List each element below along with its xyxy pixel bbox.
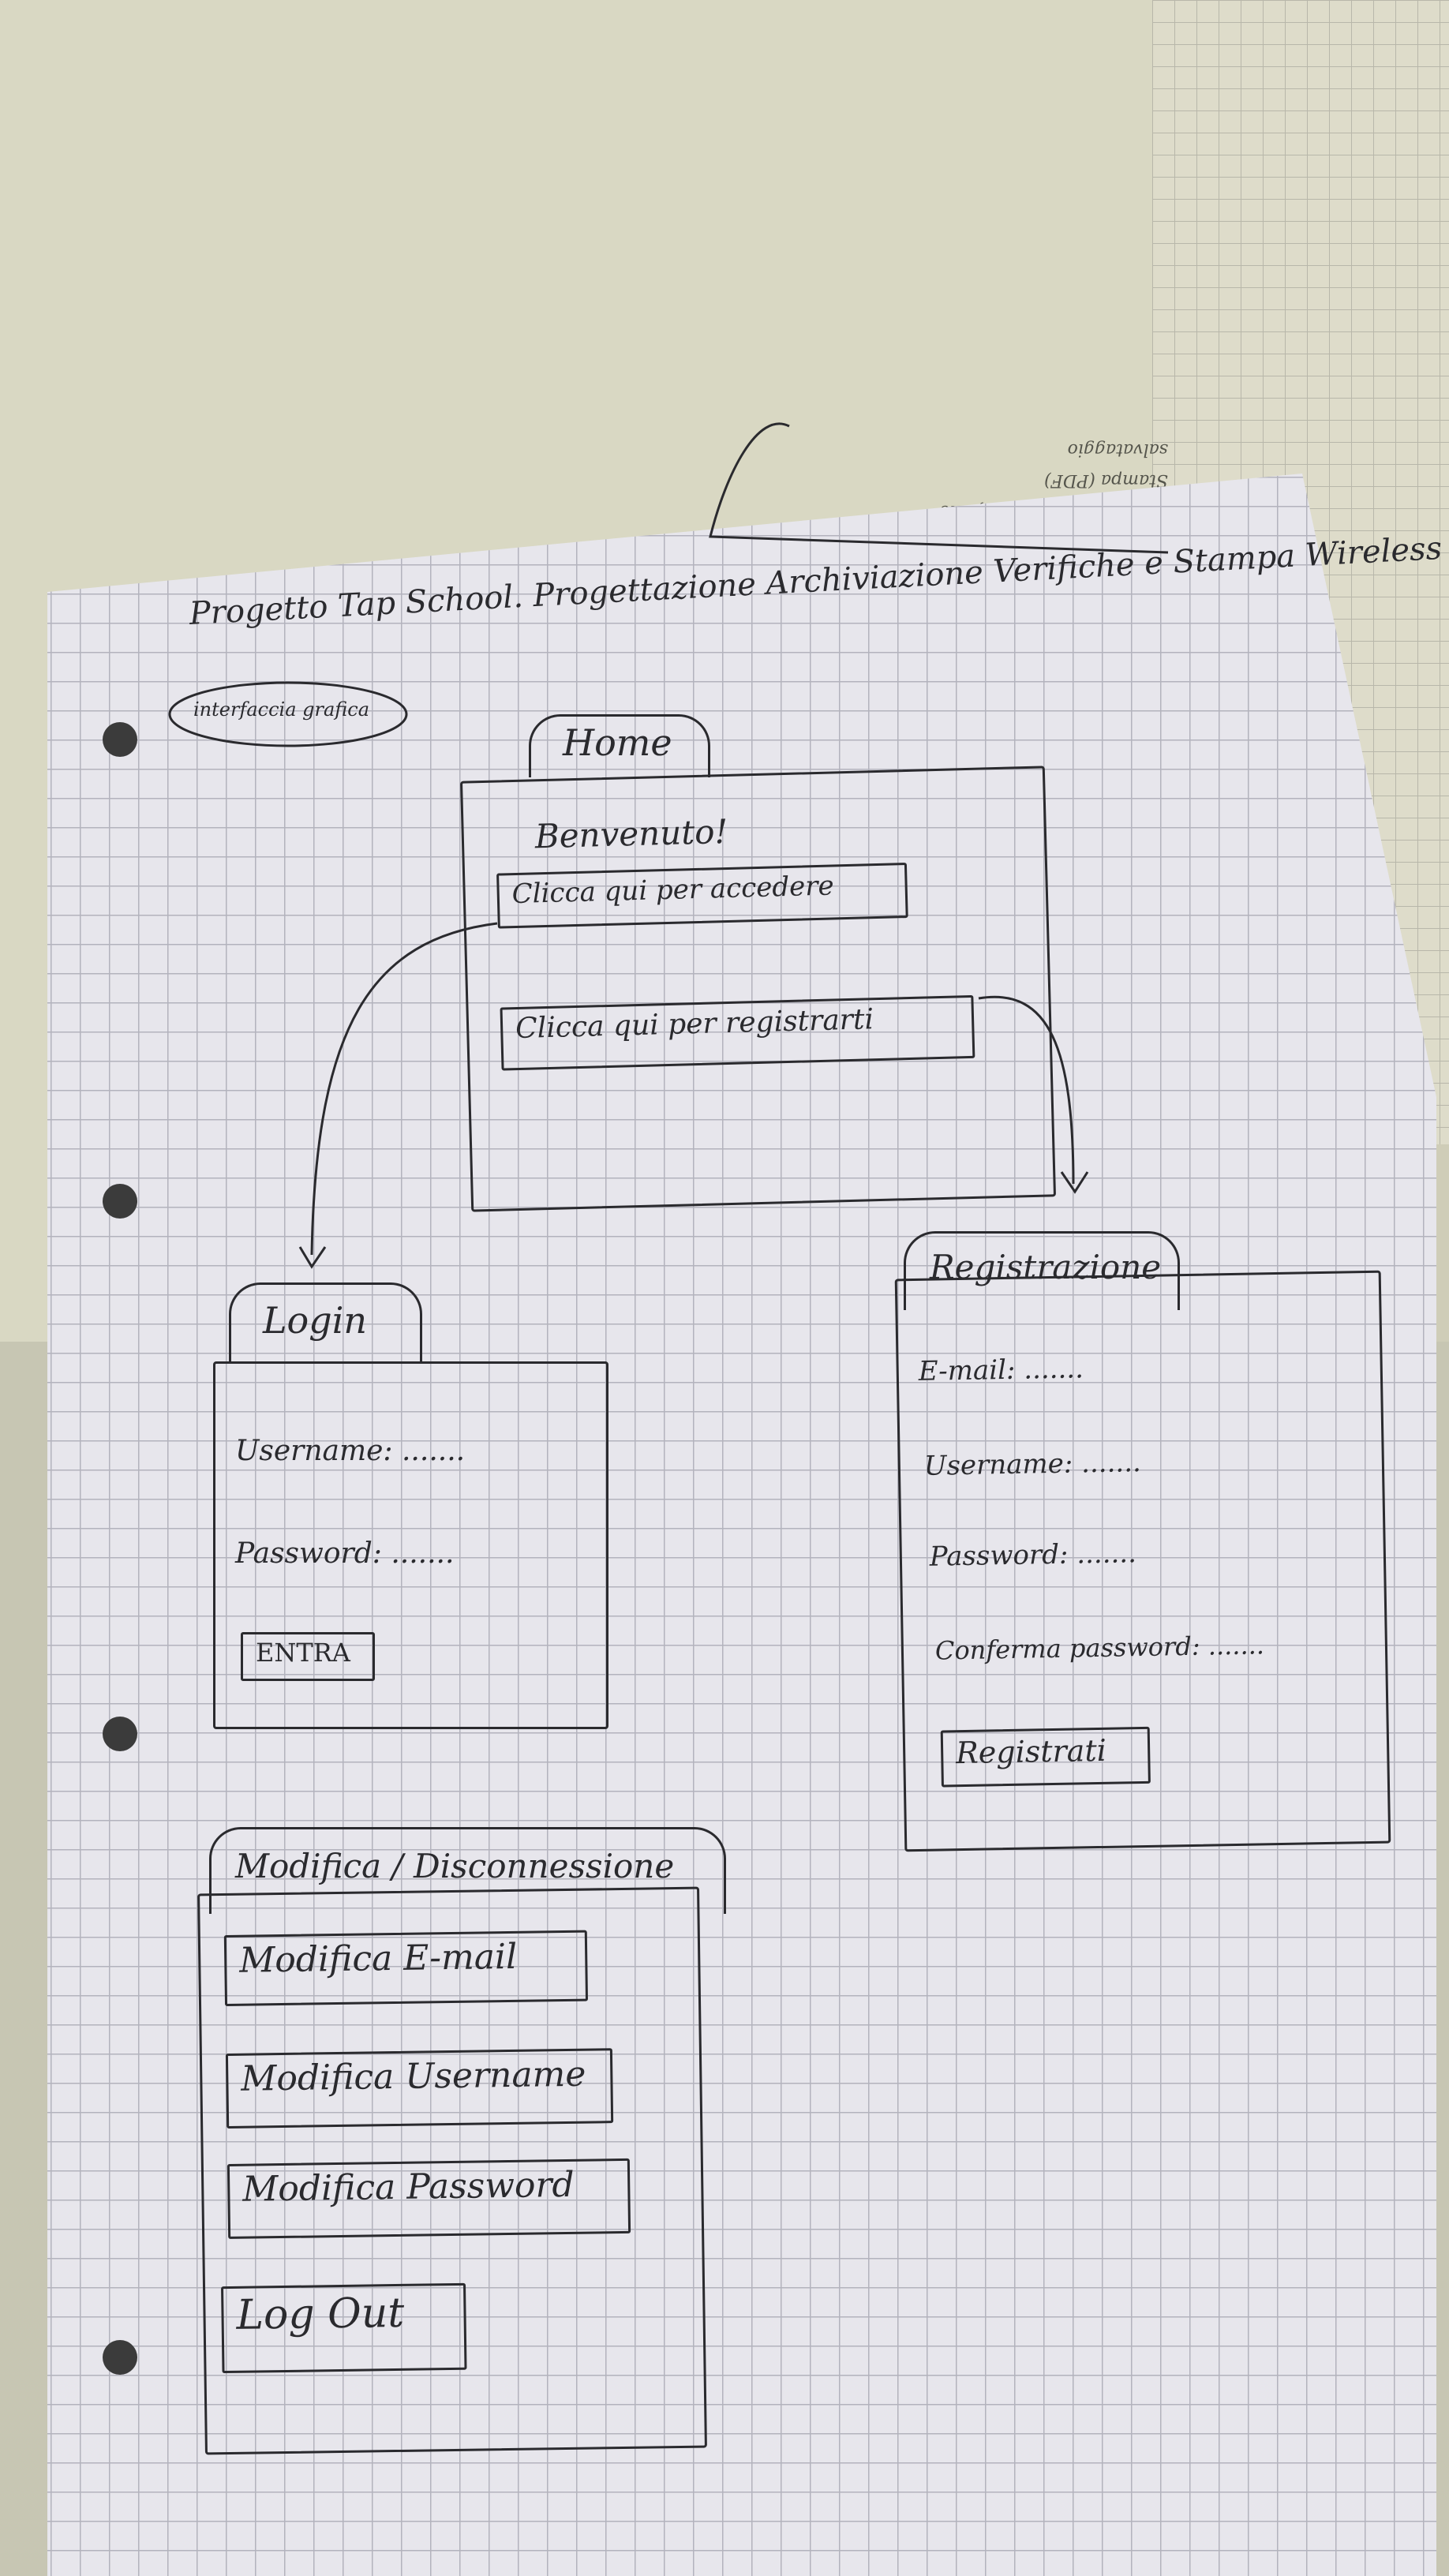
modifica-panel: Modifica E-mail Modifica Username Modifi… — [197, 1886, 707, 2455]
login-tab-label: Login — [263, 1299, 368, 1342]
binder-hole — [103, 1184, 137, 1219]
registrazione-password-field[interactable]: Password: ....... — [929, 1537, 1137, 1573]
home-tab-label: Home — [563, 721, 672, 764]
registrazione-tab-label: Registrazione — [930, 1248, 1162, 1286]
modifica-tab: Modifica / Disconnessione — [209, 1827, 726, 1914]
page-subtitle: interfaccia grafica — [193, 698, 370, 721]
home-welcome: Benvenuto! — [534, 811, 728, 856]
registrazione-username-field[interactable]: Username: ....... — [923, 1447, 1142, 1482]
login-username-field[interactable]: Username: ....... — [235, 1435, 466, 1467]
login-link-button[interactable]: Clicca qui per accedere — [496, 863, 908, 929]
login-tab: Login — [229, 1282, 422, 1361]
modifica-username-button[interactable]: Modifica Username — [225, 2048, 614, 2129]
register-link-button[interactable]: Clicca qui per registrarti — [500, 994, 975, 1071]
logout-button[interactable]: Log Out — [221, 2282, 467, 2374]
modifica-tab-label: Modifica / Disconnessione — [235, 1847, 675, 1885]
registrazione-tab: Registrazione — [904, 1231, 1180, 1310]
modifica-password-button[interactable]: Modifica Password — [227, 2158, 631, 2239]
grid-paper-sheet — [47, 474, 1436, 2576]
registrazione-confirm-field[interactable]: Conferma password: ....... — [934, 1630, 1265, 1666]
login-submit-button[interactable]: ENTRA — [241, 1632, 375, 1681]
login-panel: Username: ....... Password: ....... ENTR… — [213, 1361, 608, 1729]
home-tab: Home — [529, 714, 710, 777]
binder-hole — [103, 1717, 137, 1751]
binder-hole — [103, 722, 137, 757]
registrazione-submit-button[interactable]: Registrati — [940, 1726, 1151, 1788]
registrazione-panel: E-mail: ....... Username: ....... Passwo… — [894, 1270, 1391, 1852]
home-panel: Benvenuto! Clicca qui per accedere Clicc… — [459, 766, 1057, 1212]
login-password-field[interactable]: Password: ....... — [235, 1537, 455, 1570]
modifica-email-button[interactable]: Modifica E-mail — [223, 1930, 589, 2006]
registrazione-email-field[interactable]: E-mail: ....... — [918, 1353, 1084, 1387]
binder-hole — [103, 2340, 137, 2375]
